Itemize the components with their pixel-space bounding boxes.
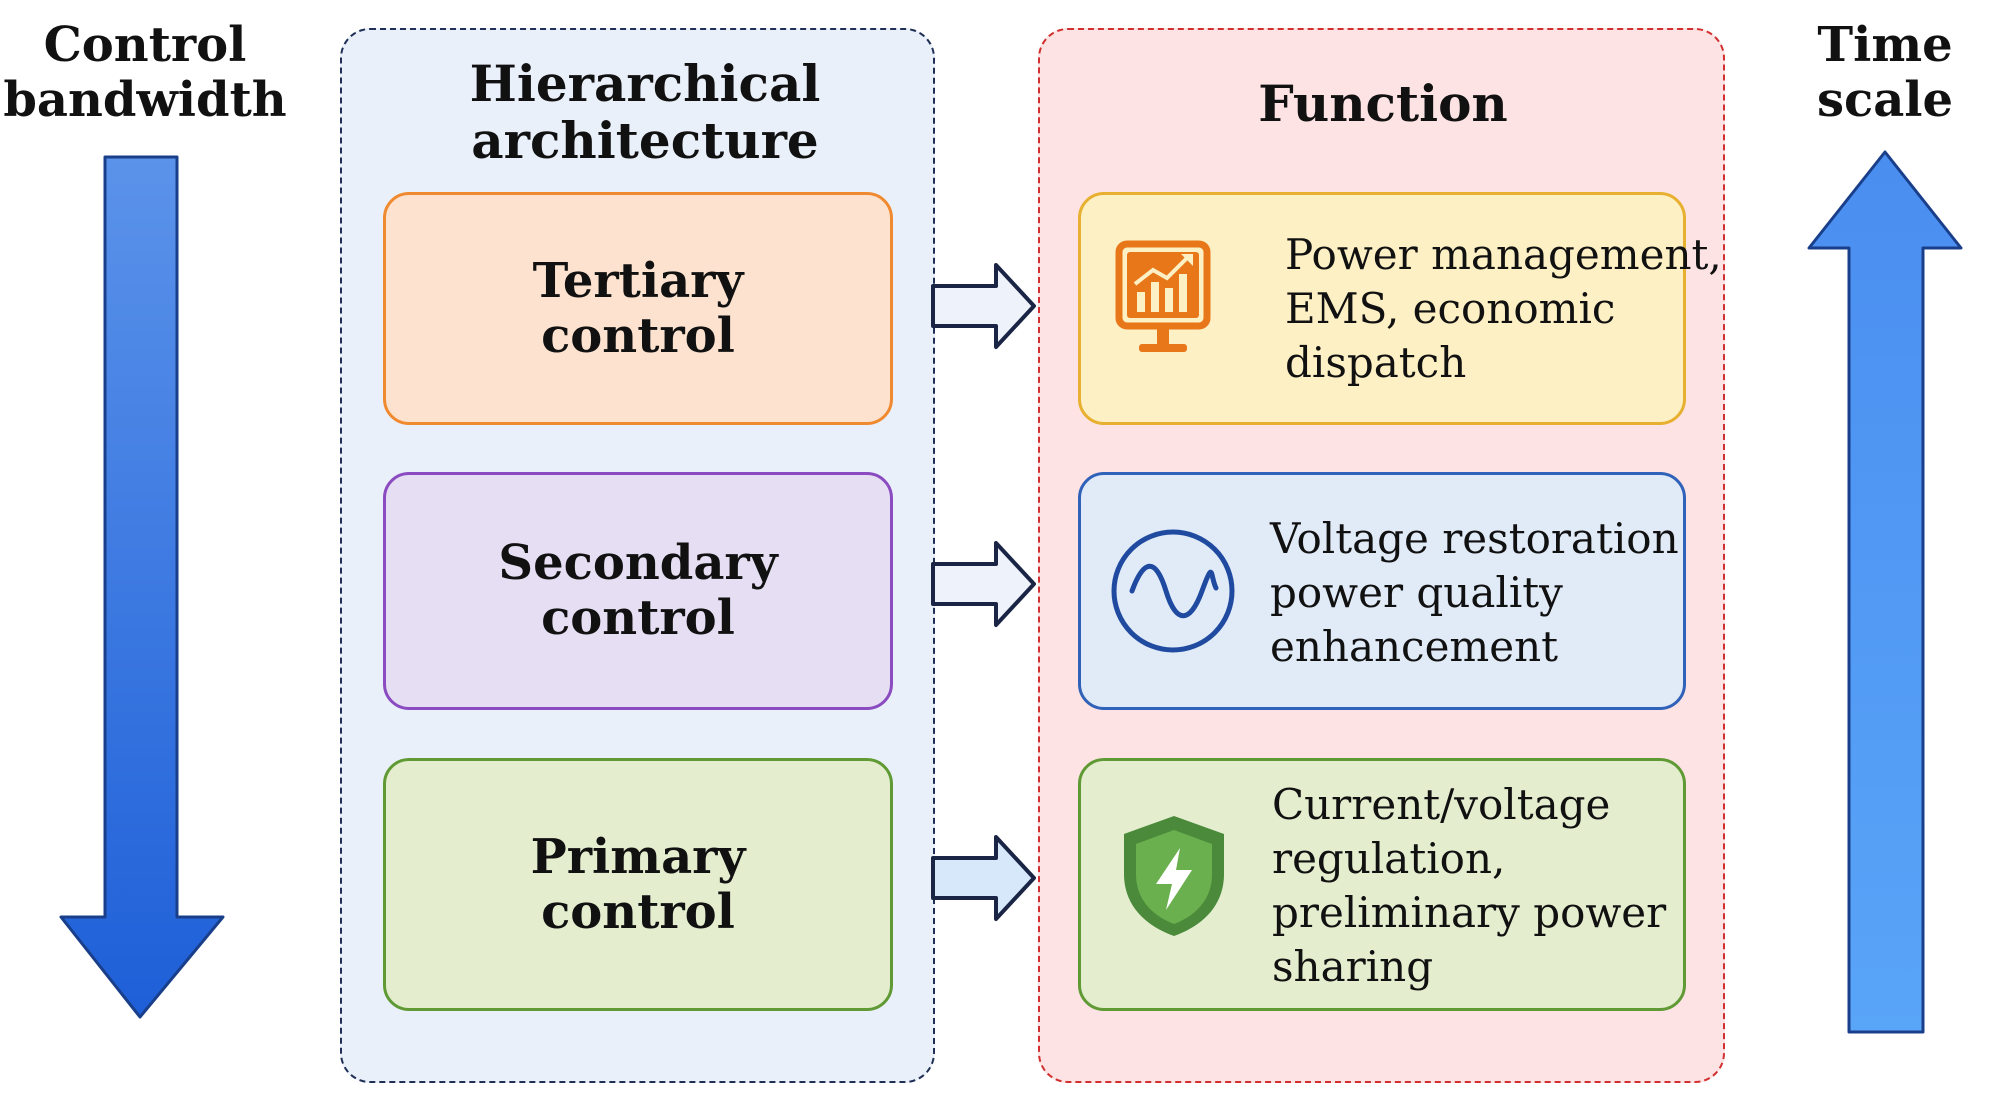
tertiary-arrow-icon (931, 263, 1036, 349)
secondary-arrow-icon (931, 541, 1036, 627)
function-text-primary: Current/voltage regulation, preliminary … (1272, 780, 1667, 991)
up-arrow-icon (1807, 150, 1963, 1034)
primary-arrow-icon (931, 835, 1036, 921)
architecture-title: Hierarchical architecture (469, 54, 821, 170)
sine-wave-icon (1111, 529, 1235, 653)
tertiary-control-box: Tertiary control (383, 192, 893, 425)
function-title: Function (1258, 74, 1508, 133)
monitor-chart-icon (1115, 240, 1211, 352)
lightning-shield-icon (1124, 816, 1224, 936)
function-text-secondary: Voltage restoration power quality enhanc… (1270, 514, 1679, 671)
function-text-tertiary: Power management, EMS, economic dispatch (1285, 230, 1722, 387)
down-arrow-icon (59, 155, 225, 1019)
secondary-control-box: Secondary control (383, 472, 893, 710)
primary-control-box: Primary control (383, 758, 893, 1011)
function-item-secondary (1078, 472, 1686, 710)
time-scale-title: Time scale (1816, 17, 1954, 128)
control-bandwidth-title: Control bandwidth (3, 17, 287, 128)
